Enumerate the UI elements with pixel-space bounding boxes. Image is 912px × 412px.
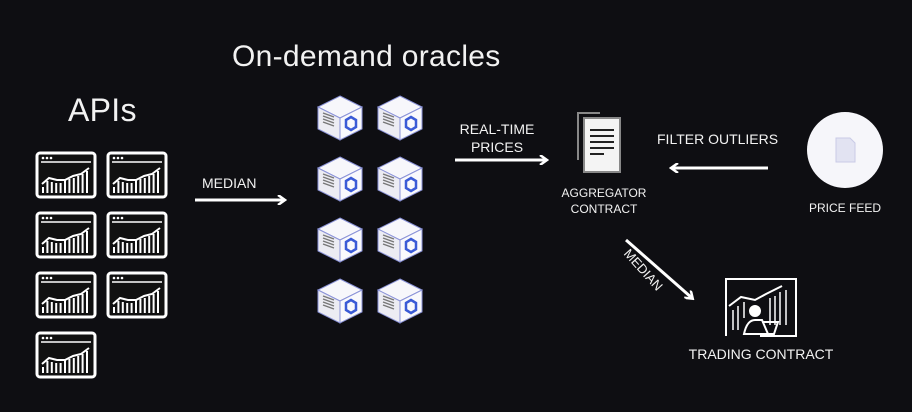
oracle-cube-icon [376, 95, 424, 141]
api-icon [35, 331, 97, 379]
label-line: PRICES [470, 139, 524, 155]
trading-contract-icon [725, 278, 797, 337]
label-line: AGGREGATOR [561, 186, 647, 200]
aggregator-contract-label: AGGREGATOR CONTRACT [555, 185, 653, 217]
oracle-cube-icon [376, 156, 424, 202]
real-time-prices-label: REAL-TIME PRICES [455, 120, 539, 156]
oracle-cube-icon [316, 278, 364, 324]
aggregator-contract-icon [577, 112, 621, 173]
oracle-cube-icon [316, 95, 364, 141]
oracle-cubes-group [316, 95, 424, 324]
oracle-cube-icon [376, 278, 424, 324]
trading-contract-label: TRADING CONTRACT [688, 346, 834, 362]
median-label: MEDIAN [202, 175, 257, 191]
oracle-cube-icon [376, 217, 424, 263]
api-icon [106, 151, 168, 199]
api-icon [106, 211, 168, 259]
price-feed-icon [807, 112, 883, 188]
api-icon [106, 271, 168, 319]
filter-outliers-label: FILTER OUTLIERS [657, 131, 779, 147]
api-icons-group [35, 151, 168, 379]
oracle-cube-icon [316, 217, 364, 263]
api-icon [35, 211, 97, 259]
apis-title: APIs [68, 92, 137, 128]
api-icon [35, 151, 97, 199]
label-line: REAL-TIME [459, 121, 535, 137]
api-icon [35, 271, 97, 319]
label-line: CONTRACT [570, 202, 638, 216]
median-diagonal-arrow [625, 238, 692, 298]
price-feed-label: PRICE FEED [808, 201, 881, 215]
oracle-cube-icon [316, 156, 364, 202]
oracles-title: On-demand oracles [232, 40, 501, 73]
